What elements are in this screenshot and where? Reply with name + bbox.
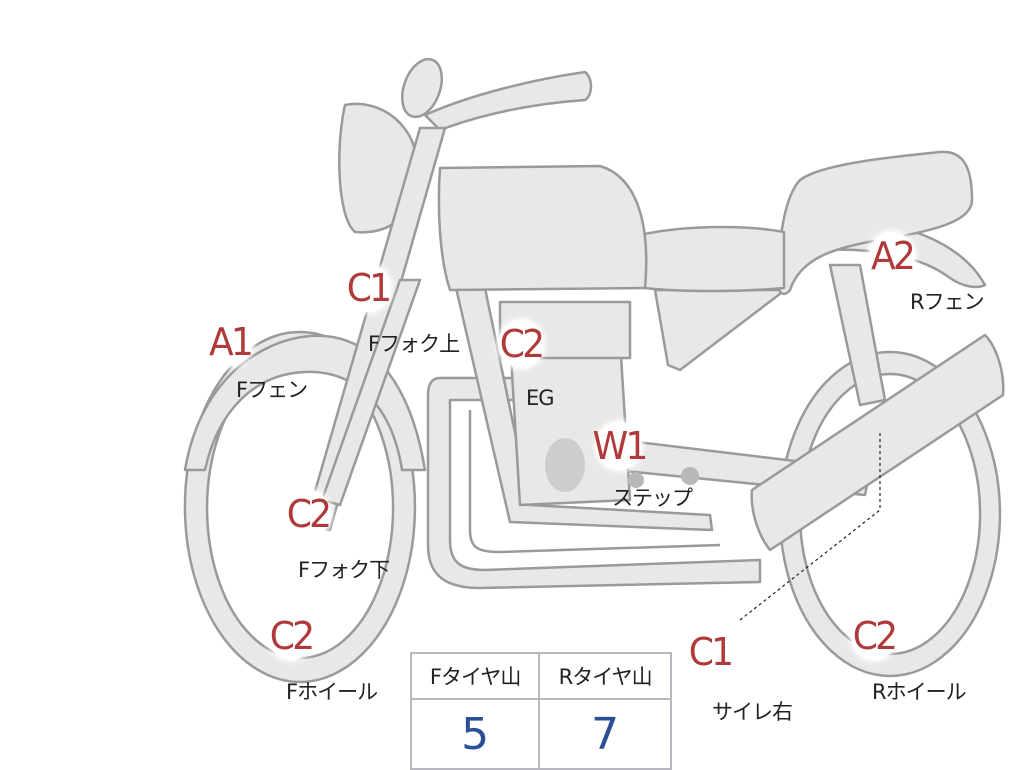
marker-front-wheel-code: C2 <box>268 612 315 660</box>
label-rear-fender: Rフェン <box>910 290 985 314</box>
footpeg <box>681 467 699 485</box>
marker-front-fork-lower-code: C2 <box>285 490 332 538</box>
marker-rear-wheel-code: C2 <box>851 612 898 660</box>
marker-engine-code: C2 <box>498 320 545 368</box>
label-engine: EG <box>526 386 555 410</box>
label-front-fender: Fフェン <box>236 378 308 402</box>
marker-right-silencer-code: C1 <box>687 628 734 676</box>
engine-cover <box>545 438 585 492</box>
exhaust-pipe <box>426 376 762 590</box>
marker-rear-fender-code: A2 <box>869 232 916 280</box>
marker-step-code: W1 <box>592 422 648 470</box>
marker-front-fork-upper-code: C1 <box>345 264 392 312</box>
exhaust-pipe-inner <box>468 410 721 554</box>
marker-front-fender-code: A1 <box>207 318 254 366</box>
front-fork <box>303 126 447 532</box>
label-right-silencer: サイレ右 <box>712 700 793 724</box>
rear-tire-tread-value: 7 <box>538 698 672 770</box>
front-tire-tread-header: Fタイヤ山 <box>409 652 541 700</box>
muffler <box>750 333 1005 552</box>
front-fork-2 <box>320 278 422 507</box>
mirror <box>400 57 444 119</box>
side-panel <box>653 288 787 372</box>
footpeg-2 <box>628 472 644 488</box>
label-rear-wheel: Rホイール <box>872 680 967 704</box>
tire-tread-value-row: 5 7 <box>409 698 672 770</box>
tire-tread-header-row: Fタイヤ山 Rタイヤ山 <box>409 652 672 700</box>
label-front-fork-upper: Fフォク上 <box>368 332 460 356</box>
seat-base <box>638 225 786 293</box>
label-front-fork-lower: Fフォク下 <box>298 558 390 582</box>
fuel-tank <box>437 164 648 292</box>
rear-tire-tread-header: Rタイヤ山 <box>538 652 672 700</box>
front-tire-tread-value: 5 <box>409 698 541 770</box>
rear-frame <box>828 263 887 407</box>
tire-tread-table: Fタイヤ山 Rタイヤ山 5 7 <box>409 652 672 770</box>
label-front-wheel: Fホイール <box>286 680 378 704</box>
handlebar <box>423 70 593 132</box>
label-step: ステップ <box>612 486 693 510</box>
